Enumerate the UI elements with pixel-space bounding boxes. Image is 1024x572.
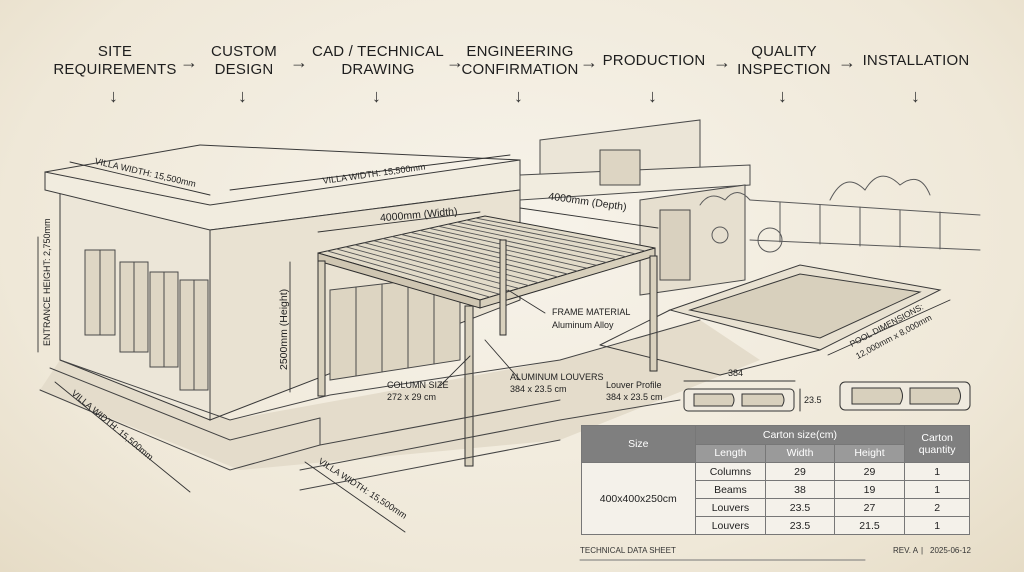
step-installation: INSTALLATION [862, 52, 970, 69]
louver-slat [373, 240, 539, 284]
terrace-shadow [40, 320, 760, 470]
arrow-down-icon: ↓ [648, 86, 657, 106]
arrow-down-icon: ↓ [109, 86, 118, 106]
arrow-right-icon: → [290, 52, 308, 72]
back-building [519, 119, 751, 296]
cell-width: 23.5 [765, 498, 835, 517]
cell-width: 23.5 [765, 516, 835, 535]
cell-height: 27 [833, 498, 906, 517]
louver-slat [428, 227, 598, 266]
table-row: Louvers 23.5 27 2 [582, 498, 970, 517]
arrow-right-icon: → [838, 52, 856, 72]
label-column-size-title: COLUMN SIZE [387, 380, 449, 390]
louver-slat [354, 244, 520, 289]
arrow-right-icon: → [180, 52, 198, 72]
roof-edge [44, 144, 201, 173]
cell-part: Columns [694, 462, 767, 481]
louver-profile-drawing [683, 380, 971, 412]
cell-width: 38 [765, 480, 835, 499]
label-pergola-height: 2500mm (Height) [278, 288, 290, 370]
label-profile-height: 23.5 [804, 395, 822, 405]
carton-spec-table: Size Carton size(cm) Carton quantity Len… [581, 425, 970, 535]
arrow-down-icon: ↓ [372, 86, 381, 106]
louver-slat [345, 246, 510, 292]
footer-title: TECHNICAL DATA SHEET [580, 546, 676, 555]
cell-qty: 2 [904, 498, 970, 517]
footer-separator: | [921, 546, 924, 555]
back-fence [699, 175, 981, 253]
arrow-right-icon: → [713, 52, 731, 72]
louver-slat [326, 250, 491, 298]
louver-slat [456, 221, 627, 258]
label-column-size-value: 272 x 29 cm [387, 392, 437, 402]
louver-slat [438, 225, 607, 263]
table-row: Beams 38 19 1 [582, 480, 970, 499]
louver-slat [447, 223, 617, 261]
cell-height: 19 [833, 480, 906, 499]
cell-width: 29 [765, 462, 835, 481]
cell-part: Louvers [694, 498, 767, 517]
label-frame-material-value: Aluminum Alloy [552, 320, 614, 330]
dimension-lines [37, 154, 951, 533]
label-louver-profile-title: Louver Profile [606, 380, 662, 390]
louver-slat [391, 236, 559, 278]
swimming-pool [599, 264, 942, 376]
label-louver-profile-value: 384 x 23.5 cm [606, 392, 663, 402]
pergola-roof [317, 215, 656, 309]
louver-slat [382, 238, 549, 281]
cell-height: 21.5 [833, 516, 906, 535]
arrow-right-icon: → [580, 52, 598, 72]
cell-qty: 1 [904, 516, 970, 535]
arrow-down-icon: ↓ [238, 86, 247, 106]
table-row: Louvers 23.5 21.5 1 [582, 516, 970, 535]
label-frame-material-title: FRAME MATERIAL [552, 307, 631, 317]
table-row: 400x400x250cm Columns 29 29 1 [581, 462, 970, 535]
arrow-down-icon: ↓ [778, 86, 787, 106]
louver-slat [336, 248, 500, 295]
header-width: Width [765, 443, 835, 463]
footer-revision: REV. A [893, 546, 919, 555]
header-size: Size [581, 425, 696, 463]
louver-slat [475, 217, 646, 252]
louver-slat [401, 234, 568, 275]
step-production: PRODUCTION [602, 52, 706, 69]
left-windows [84, 249, 209, 391]
cell-size-value: 400x400x250cm [581, 462, 696, 535]
label-profile-length: 384 [728, 368, 744, 378]
louver-slat [410, 231, 578, 272]
cell-height: 29 [833, 462, 906, 481]
cell-qty: 1 [904, 480, 970, 499]
arrow-down-icon: ↓ [911, 86, 920, 106]
cell-qty: 1 [904, 462, 970, 481]
header-length: Length [694, 443, 767, 463]
pergola-louvers [326, 217, 646, 298]
cell-part: Louvers [694, 516, 767, 535]
header-carton-size: Carton size(cm) [694, 425, 906, 445]
arrow-right-icon: → [446, 52, 464, 72]
header-height: Height [833, 443, 906, 463]
label-louvers-title: ALUMINUM LOUVERS [510, 372, 604, 382]
pergola-posts [317, 239, 658, 467]
cell-part: Beams [694, 480, 767, 499]
terrace-steps [39, 319, 701, 491]
arrow-down-icon: ↓ [514, 86, 523, 106]
header-carton-quantity: Carton quantity [904, 425, 970, 463]
label-louvers-value: 384 x 23.5 cm [510, 384, 567, 394]
footer-date: 2025-06-12 [930, 546, 971, 555]
label-entrance-height: ENTRANCE HEIGHT: 2,750mm [42, 218, 52, 346]
louver-slat [465, 219, 637, 255]
